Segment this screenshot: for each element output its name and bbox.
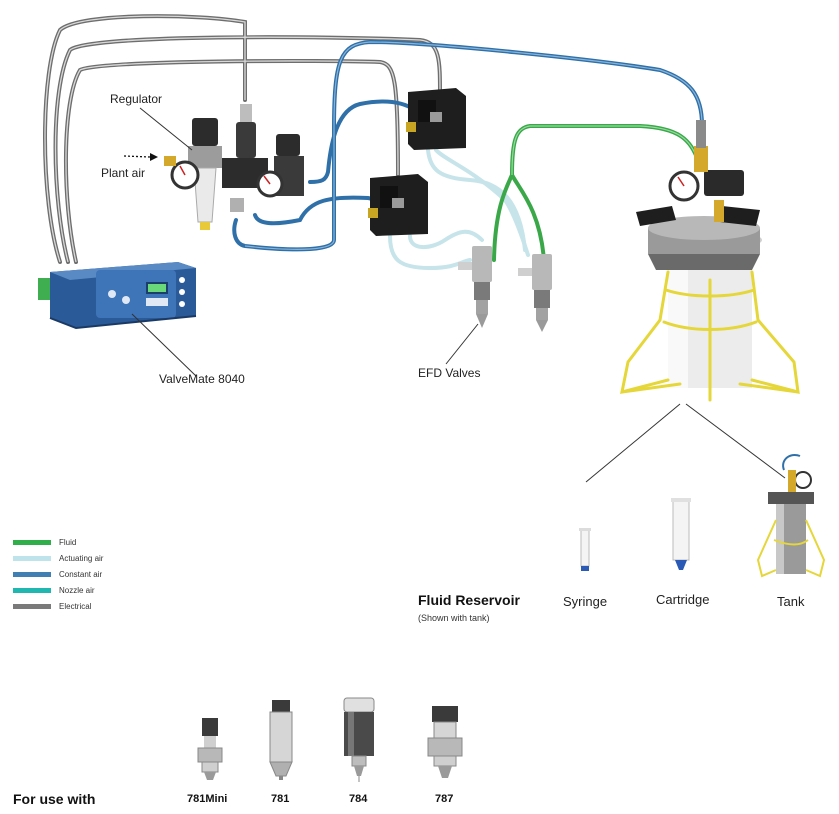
efd-valve-left <box>458 246 492 328</box>
pressure-tank <box>636 120 762 388</box>
valvemate-label: ValveMate 8040 <box>159 372 245 386</box>
reservoir-option-cartridge: Cartridge <box>656 592 710 607</box>
small-tank-icon <box>756 454 826 578</box>
reservoir-option-syringe: Syringe <box>563 594 608 609</box>
valve-784-icon <box>343 697 375 782</box>
plant-air-label: Plant air <box>101 166 146 180</box>
model-781: 781 <box>271 793 290 805</box>
model-784: 784 <box>349 793 368 805</box>
legend-label: Electrical <box>59 601 92 611</box>
fluid-reservoir-title: Fluid Reservoir <box>418 592 520 608</box>
legend-swatch-fluid <box>13 539 51 545</box>
model-781mini: 781Mini <box>187 793 228 805</box>
reservoir-option-tank: Tank <box>777 594 805 609</box>
line-legend: Fluid Actuating air Constant air Nozzle … <box>13 534 103 614</box>
model-787: 787 <box>435 793 454 805</box>
legend-label: Constant air <box>59 569 103 579</box>
efd-valves-label: EFD Valves <box>418 366 481 380</box>
legend-swatch-electrical <box>13 603 51 609</box>
for-use-with-label: For use with <box>13 791 96 807</box>
legend-item: Constant air <box>13 566 103 582</box>
valve-787-icon <box>427 706 463 778</box>
plant-air-arrow <box>123 153 158 161</box>
legend-label: Fluid <box>59 537 77 547</box>
valve-781-icon <box>269 700 293 780</box>
legend-swatch-nozzle-air <box>13 587 51 593</box>
tank-stand <box>620 270 800 402</box>
cartridge-icon <box>671 498 691 570</box>
legend-item: Electrical <box>13 598 103 614</box>
callout-lines <box>131 107 786 483</box>
fluid-reservoir-subtitle: (Shown with tank) <box>418 613 490 623</box>
legend-label: Nozzle air <box>59 585 95 595</box>
syringe-icon <box>579 528 591 571</box>
valvemate-controller <box>38 262 197 330</box>
legend-swatch-actuating-air <box>13 555 51 561</box>
regulator-label: Regulator <box>110 92 163 106</box>
legend-swatch-constant-air <box>13 571 51 577</box>
legend-label: Actuating air <box>59 553 104 563</box>
legend-item: Fluid <box>13 534 103 550</box>
regulator-assembly <box>164 104 304 230</box>
efd-valve-right <box>518 254 552 332</box>
legend-item: Nozzle air <box>13 582 103 598</box>
legend-item: Actuating air <box>13 550 103 566</box>
solenoid-valve-lower <box>368 174 428 236</box>
valve-781mini-icon <box>197 718 223 780</box>
constant-air-lines <box>232 39 704 252</box>
actuating-air-lines <box>388 148 530 271</box>
solenoid-valve-upper <box>406 88 466 150</box>
